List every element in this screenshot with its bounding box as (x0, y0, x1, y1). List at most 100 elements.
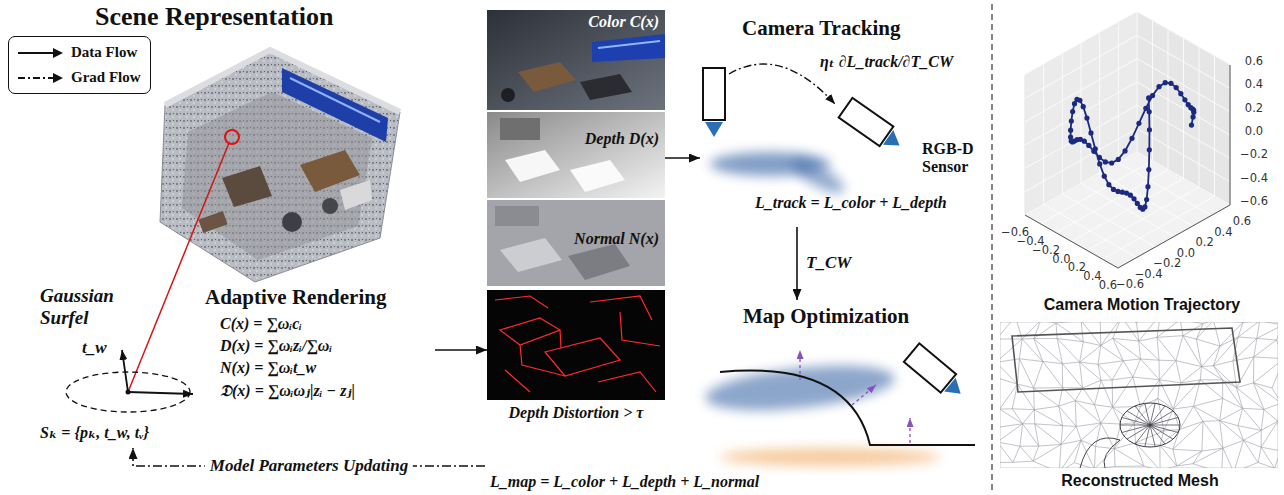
distortion-render-part-part (598, 372, 656, 392)
legend-text: Data Flow (71, 44, 137, 61)
trajectory-plot-part (1136, 121, 1141, 126)
mesh-render-part (1200, 367, 1201, 380)
mesh-render-part (1181, 367, 1202, 383)
trajectory-plot-part (1230, 65, 1231, 205)
mesh-render-part (1158, 398, 1173, 409)
mapping-block: Map OptimizationL_map = L_color + L_dept… (485, 300, 985, 495)
mesh-render-part (1098, 364, 1101, 380)
mesh-render-part (1234, 462, 1258, 468)
mesh-render-part (1180, 421, 1203, 429)
mesh-render-part (1019, 359, 1033, 388)
mesh-render-part (1159, 360, 1176, 361)
mesh-render-part (1057, 339, 1062, 364)
mesh-render-part (1080, 362, 1102, 380)
mesh-render-part (1257, 338, 1277, 340)
trajectory-plot-part (1025, 82, 1137, 145)
text-slot: Scene Representation (95, 2, 334, 32)
mapping-illustration-part-part (944, 378, 966, 401)
axis-tick: 0.6 (1245, 54, 1263, 68)
mesh-render-part (1253, 357, 1254, 383)
mesh-render-part (1000, 442, 1020, 446)
distortion-render-part (487, 290, 665, 400)
text-slot: Normal N(x) (574, 230, 659, 248)
mesh-render-part (1180, 406, 1194, 429)
mesh-render-part (1261, 447, 1278, 451)
mesh-render-part (1056, 323, 1083, 342)
trajectory-plot-part (1199, 47, 1200, 187)
mesh-render-part (1034, 361, 1043, 388)
mesh-render-part (1080, 346, 1101, 363)
mesh-render-part (1020, 446, 1039, 447)
trajectory-plot-part (1102, 174, 1107, 179)
mesh-render-part (1139, 341, 1141, 359)
mesh-render-part (1253, 359, 1278, 383)
distortion-render-part-part (495, 296, 548, 308)
mesh-render-part (1145, 403, 1150, 425)
mesh-render-part (1122, 417, 1150, 425)
trajectory-plot-part (1103, 159, 1108, 164)
mesh-render-part (1176, 336, 1183, 361)
mesh-render-part (1062, 362, 1079, 363)
axis-tick: 0.0 (1245, 124, 1263, 138)
mesh-render-part (1160, 466, 1177, 468)
distortion-render-part-part (560, 330, 561, 348)
mesh-render-part (1113, 338, 1141, 359)
mesh-render-part (1059, 406, 1076, 426)
surfel-glyph-part (126, 390, 131, 395)
trajectory-plot-part (1086, 143, 1091, 148)
mesh-render-part (1236, 383, 1253, 388)
room-point-cloud-part (290, 78, 380, 122)
mesh-render-part (1223, 398, 1243, 408)
mesh-render-part (1133, 377, 1159, 380)
legend-line (18, 77, 54, 79)
mesh-render-part (1236, 388, 1242, 409)
trajectory-plot-part (1118, 23, 1119, 163)
trajectory-plot-part (1100, 173, 1193, 226)
axis-tick: 0.2 (1245, 101, 1263, 115)
trajectory-plot-part (1137, 12, 1138, 152)
mesh-render-part (1150, 411, 1173, 425)
edge-label: Model Parameters Updating (205, 456, 413, 476)
mesh-render-part (1114, 443, 1135, 449)
mesh-render-part (1200, 379, 1222, 380)
room-point-cloud-part (160, 50, 400, 282)
distortion-render-part-part (545, 338, 620, 376)
mesh-render-part (1253, 383, 1272, 388)
mesh-render-part (1258, 447, 1261, 462)
mesh-render-part (1022, 338, 1034, 339)
mesh-render-part (1176, 361, 1202, 367)
legend-swatch (16, 46, 64, 60)
trajectory-plot-part (1147, 147, 1152, 152)
text-slot: Camera Tracking (742, 16, 900, 41)
mesh-render-part (1000, 409, 1023, 424)
trajectory-plot-part (1025, 12, 1137, 75)
mesh-render-part (1202, 421, 1203, 451)
node-heading: Camera Tracking (742, 16, 900, 41)
mesh-render-part (1158, 380, 1159, 399)
mesh-block: Reconstructed Mesh (1000, 322, 1284, 495)
mesh-render-part (1183, 336, 1202, 367)
mesh-render-part (1244, 440, 1262, 447)
mesh-render-part (1114, 423, 1134, 449)
mesh-render-part (1253, 383, 1278, 403)
node-text: C(x) = ∑ωᵢcᵢ (220, 315, 302, 333)
mesh-render-part (1012, 328, 1240, 392)
mesh-render-part (1157, 336, 1183, 338)
mesh-render-part (1120, 425, 1150, 426)
trajectory-plot-part (1071, 83, 1194, 210)
distortion-render-part (495, 296, 660, 392)
mesh-render-part (1213, 366, 1236, 388)
mapping-illustration-part (909, 418, 910, 443)
mesh-render-part (1023, 424, 1039, 446)
mesh-render-part (1173, 449, 1202, 451)
mesh-render-part (1220, 421, 1223, 449)
trajectory-plot-part (1072, 179, 1184, 242)
mesh-render-part (1140, 398, 1158, 406)
mesh-render-part (1122, 322, 1137, 323)
mesh-render-part (1254, 357, 1278, 359)
mesh-render-part (1176, 361, 1181, 383)
mesh-render-part (1213, 322, 1243, 323)
mesh-render-part (1000, 322, 1278, 468)
trajectory-plot-part (1081, 184, 1174, 237)
